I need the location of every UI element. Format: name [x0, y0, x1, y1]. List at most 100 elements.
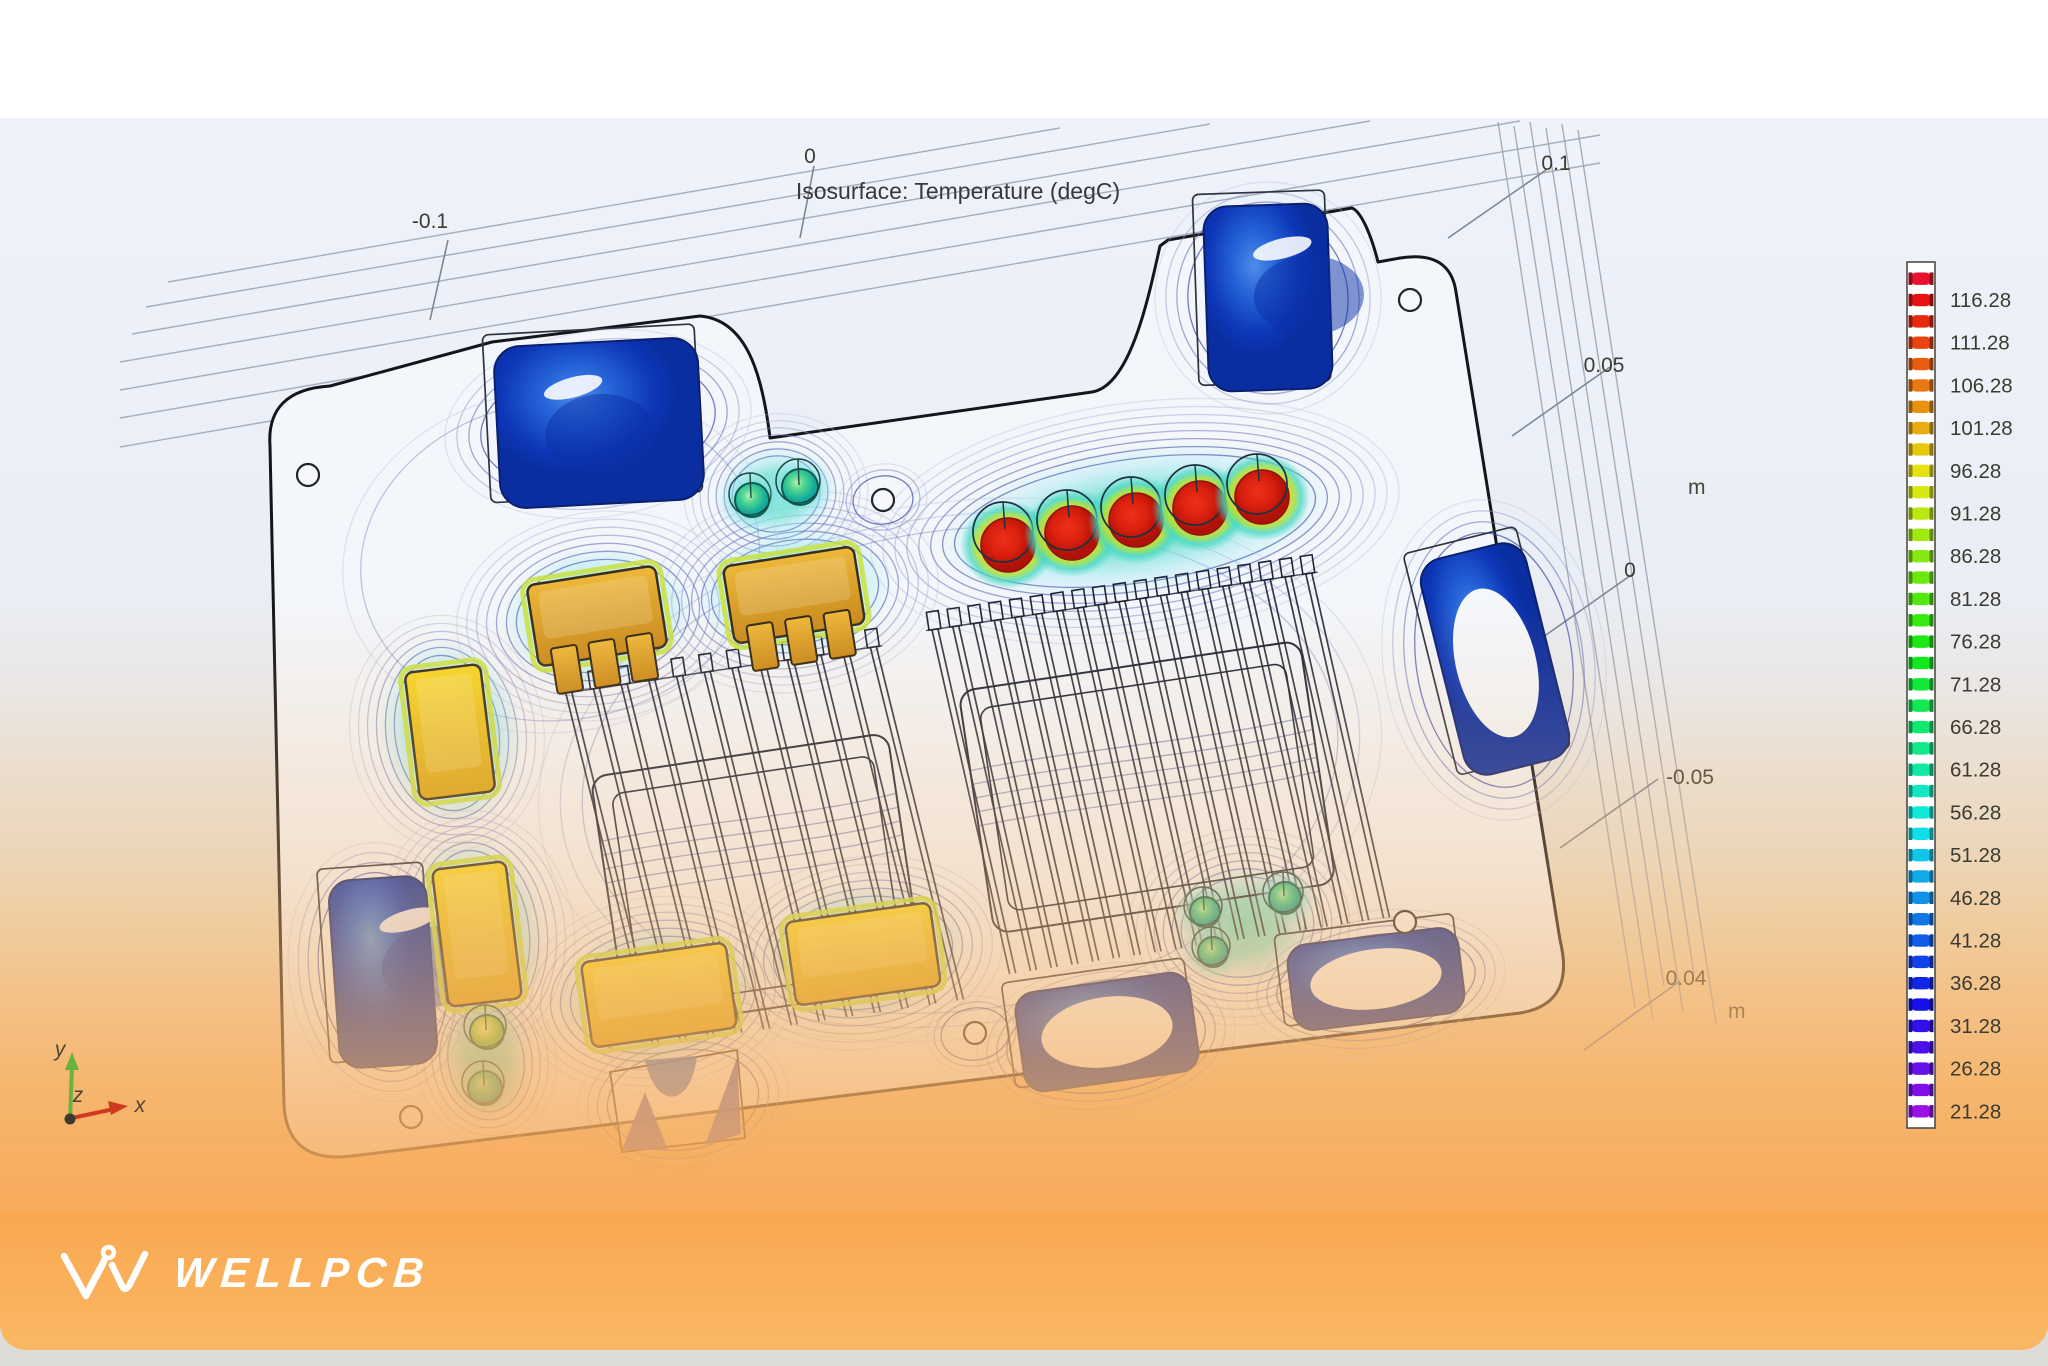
legend-color-segment [1911, 443, 1931, 456]
orange-fade-overlay [0, 600, 2048, 1213]
x-axis-tick-label: 0.1 [1541, 152, 1570, 175]
legend-segment-tick [1929, 485, 1934, 499]
mounting-hole [870, 487, 896, 513]
y-axis-arrow [68, 1065, 74, 1121]
legend-segment-tick [1929, 357, 1934, 371]
axis-z-label: z [72, 1084, 84, 1107]
y-axis-tick-label: 0 [1624, 559, 1636, 582]
legend-color-segment [1911, 955, 1931, 969]
legend-tick-label: 46.28 [1950, 887, 2001, 910]
legend-color-segment [1911, 485, 1931, 499]
legend-color-segment [1911, 635, 1931, 648]
legend-segment-tick [1929, 550, 1934, 563]
fin-tab [1195, 569, 1212, 591]
legend-color-segment [1911, 464, 1931, 478]
legend-segment-tick [1929, 421, 1934, 435]
legend-color-segment [1911, 848, 1931, 862]
legend-tick-label: 101.28 [1950, 417, 2013, 440]
cylinder-wireframe [1194, 464, 1198, 493]
legend-segment-tick [1908, 443, 1913, 456]
axis-tick-mark [1447, 169, 1547, 239]
brand-name: WELLPCB [172, 1249, 433, 1296]
legend-segment-tick [1929, 891, 1934, 905]
isosurface-simulation-figure: -0.100.10.050-0.050.04mm Isosurface: Tem… [0, 120, 2048, 1213]
x-axis-arrow [71, 1107, 115, 1120]
temperature-color-legend: 116.28111.28106.28101.2896.2891.2886.288… [1906, 261, 2013, 1129]
legend-segment-tick [1908, 848, 1913, 862]
cylinder-wireframe [1066, 489, 1070, 518]
legend-segment-tick [1908, 806, 1913, 819]
x-axis-arrowhead [108, 1101, 128, 1115]
legend-segment-tick [1908, 998, 1913, 1011]
contour-ring [456, 337, 740, 511]
legend-color-segment [1911, 678, 1931, 691]
coordinate-axes-triad: yxz [53, 1038, 147, 1125]
warm-cylinder-teal [719, 470, 785, 530]
cylinder-wireframe [1256, 453, 1260, 482]
warm-isosurface [734, 482, 770, 518]
grid-line [119, 134, 1601, 391]
legend-tick-label: 86.28 [1950, 545, 2001, 568]
axis-tick-mark [799, 165, 815, 239]
legend-color-segment [1911, 1019, 1931, 1033]
legend-segment-tick [1908, 1041, 1913, 1054]
legend-tick-label: 36.28 [1950, 972, 2001, 995]
fin-tab [1133, 578, 1150, 601]
legend-segment-tick [1908, 550, 1913, 563]
legend-segment-tick [1929, 1105, 1934, 1118]
legend-segment-tick [1908, 464, 1913, 478]
legend-segment-tick [1908, 379, 1913, 392]
legend-color-segment [1911, 315, 1931, 328]
legend-color-segment [1911, 1062, 1931, 1075]
mounting-hole [295, 462, 321, 488]
legend-segment-tick [1908, 614, 1913, 627]
shadow-blob [545, 393, 656, 474]
legend-tick-label: 21.28 [1950, 1100, 2001, 1123]
grid-line [145, 123, 1211, 308]
legend-segment-tick [1908, 336, 1913, 349]
legend-segment-tick [1929, 464, 1934, 478]
legend-tick-label: 31.28 [1950, 1015, 2001, 1038]
cylinder-wireframe [1002, 501, 1006, 530]
legend-color-segment [1911, 336, 1931, 349]
legend-segment-tick [1929, 1041, 1934, 1054]
legend-segment-tick [1929, 614, 1934, 627]
legend-segment-tick [1929, 1083, 1934, 1097]
legend-color-segment [1911, 272, 1931, 285]
warm-isosurface [781, 468, 819, 506]
legend-segment-tick [1908, 977, 1913, 990]
hot-cylinder-red [1214, 453, 1310, 541]
legend-color-segment [1911, 742, 1931, 755]
axis-tick-mark [429, 239, 449, 321]
legend-segment-tick [1929, 742, 1934, 755]
legend-segment-tick [1908, 742, 1913, 755]
legend-color-segment [1911, 998, 1931, 1011]
axis-x-label: x [134, 1094, 147, 1117]
legend-tick-label: 61.28 [1950, 759, 2001, 782]
legend-segment-tick [1929, 635, 1934, 648]
legend-color-segment [1911, 379, 1931, 392]
legend-segment-tick [1929, 293, 1934, 307]
legend-color-segment [1911, 806, 1931, 819]
legend-color-segment [1911, 934, 1931, 947]
legend-segment-tick [1908, 1105, 1913, 1118]
legend-segment-tick [1929, 848, 1934, 862]
warm-cylinder-teal [766, 456, 834, 518]
legend-tick-label: 111.28 [1950, 332, 2010, 355]
legend-segment-tick [1908, 934, 1913, 947]
grid-line [167, 127, 1061, 283]
fin-tab [1278, 556, 1295, 579]
brand-logo: WELLPCB [58, 1241, 433, 1305]
mounting-hole [1397, 287, 1423, 313]
cold-component-blue [481, 323, 705, 509]
legend-tick-label: 26.28 [1950, 1058, 2001, 1081]
legend-color-segment [1911, 507, 1931, 520]
legend-segment-tick [1929, 720, 1934, 734]
contour-ring [852, 475, 914, 525]
legend-tick-label: 81.28 [1950, 588, 2001, 611]
legend-color-segment [1911, 421, 1931, 435]
x-axis-tick-label: 0 [804, 145, 816, 168]
legend-segment-tick [1908, 1062, 1913, 1075]
legend-segment-tick [1908, 485, 1913, 499]
